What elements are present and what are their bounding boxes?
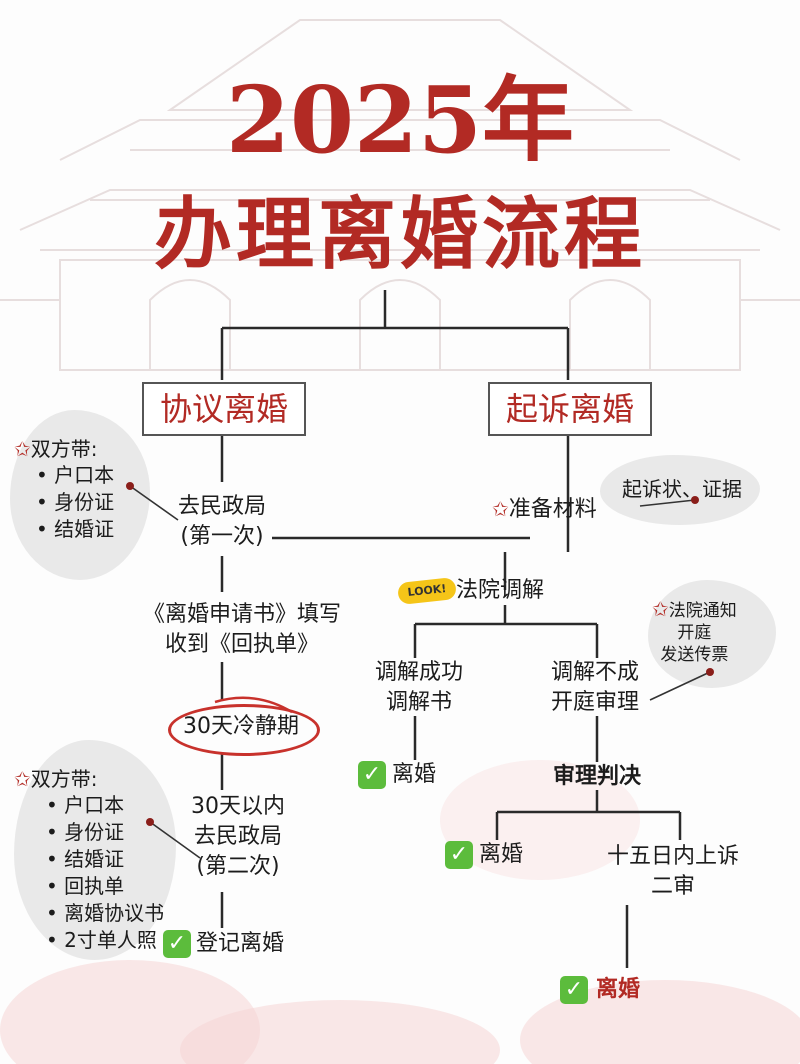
note-heading: ✩双方带: — [14, 434, 98, 464]
list-item: 户口本 — [36, 462, 114, 489]
court-mediation: 法院调解 — [456, 578, 545, 603]
step-line: 收到《回执单》 — [164, 632, 320, 657]
appeal-divorce-result: 离婚 — [596, 977, 641, 1002]
list-item: 离婚协议书 — [46, 900, 164, 927]
note-heading-text: 双方带: — [30, 767, 98, 791]
note-line: 法院通知 — [668, 601, 737, 621]
step-line: 调解成功 — [374, 660, 464, 685]
step-application-form: 《离婚申请书》填写 收到《回执单》 — [143, 600, 341, 660]
list-item: 回执单 — [46, 873, 164, 900]
court-notice-note: ✩法院通知 开庭 发送传票 — [652, 598, 737, 666]
list-item: 身份证 — [46, 819, 164, 846]
branch-lawsuit-box: 起诉离婚 — [488, 382, 652, 436]
required-documents-list-2: 户口本 身份证 结婚证 回执单 离婚协议书 2寸单人照 — [46, 792, 164, 954]
required-documents-list-1: 户口本 身份证 结婚证 — [36, 462, 114, 543]
page-title-main: 办理离婚流程 — [153, 189, 646, 280]
list-item: 结婚证 — [36, 516, 114, 543]
list-item: 身份证 — [36, 489, 114, 516]
trial-judgment: 审理判决 — [552, 764, 642, 789]
check-icon: ✓ — [163, 930, 191, 958]
star-icon: ✩ — [652, 597, 669, 621]
step-prepare-materials: ✩准备材料 — [492, 494, 597, 525]
star-icon: ✩ — [14, 437, 31, 461]
step-line: 二审 — [650, 874, 696, 899]
step-line: 调解不成 — [550, 660, 640, 685]
palace-background-illustration — [0, 19, 800, 371]
mediation-failure: 调解不成 开庭审理 — [551, 658, 639, 718]
list-item: 户口本 — [46, 792, 164, 819]
cooling-period-circle — [168, 704, 320, 756]
step-line: 去民政局 — [177, 494, 267, 519]
step-line: 去民政局 — [193, 824, 282, 849]
star-icon: ✩ — [14, 767, 31, 791]
note-blob-background — [600, 455, 760, 525]
step-line: (第一次) — [180, 524, 264, 549]
step-line: 调解书 — [385, 690, 453, 715]
step-line: (第二次) — [196, 854, 280, 879]
note-line: 开庭 — [677, 623, 712, 643]
step-prepare-text: 准备材料 — [508, 497, 597, 522]
mediation-success: 调解成功 调解书 — [375, 658, 463, 718]
step-civil-affairs-second: 30天以内 去民政局 (第二次) — [191, 792, 285, 882]
step-line: 开庭审理 — [550, 690, 640, 715]
note-heading: ✩双方带: — [14, 764, 98, 794]
judgment-divorce-result: 离婚 — [479, 842, 524, 867]
step-line: 《离婚申请书》填写 — [142, 602, 342, 627]
note-heading-text: 双方带: — [30, 437, 98, 461]
page-title-year: 2025年 — [225, 66, 575, 174]
check-icon: ✓ — [560, 976, 588, 1004]
step-line: 十五日内上诉 — [606, 844, 740, 869]
cooling-period: 30天冷静期 — [183, 714, 299, 739]
list-item: 结婚证 — [46, 846, 164, 873]
step-civil-affairs-first: 去民政局 (第一次) — [178, 492, 266, 552]
blossom-decoration — [440, 760, 640, 880]
materials-note: 起诉状、证据 — [622, 477, 742, 501]
star-icon: ✩ — [492, 497, 509, 521]
branch-agreement-box: 协议离婚 — [142, 382, 306, 436]
appeal-second-trial: 十五日内上诉 二审 — [607, 842, 739, 902]
note-line: 发送传票 — [660, 645, 729, 665]
mediation-divorce-result: 离婚 — [392, 762, 437, 787]
check-icon: ✓ — [445, 841, 473, 869]
final-registration: 登记离婚 — [196, 931, 285, 956]
step-line: 30天以内 — [191, 794, 285, 819]
check-icon: ✓ — [358, 761, 386, 789]
list-item: 2寸单人照 — [46, 927, 164, 954]
